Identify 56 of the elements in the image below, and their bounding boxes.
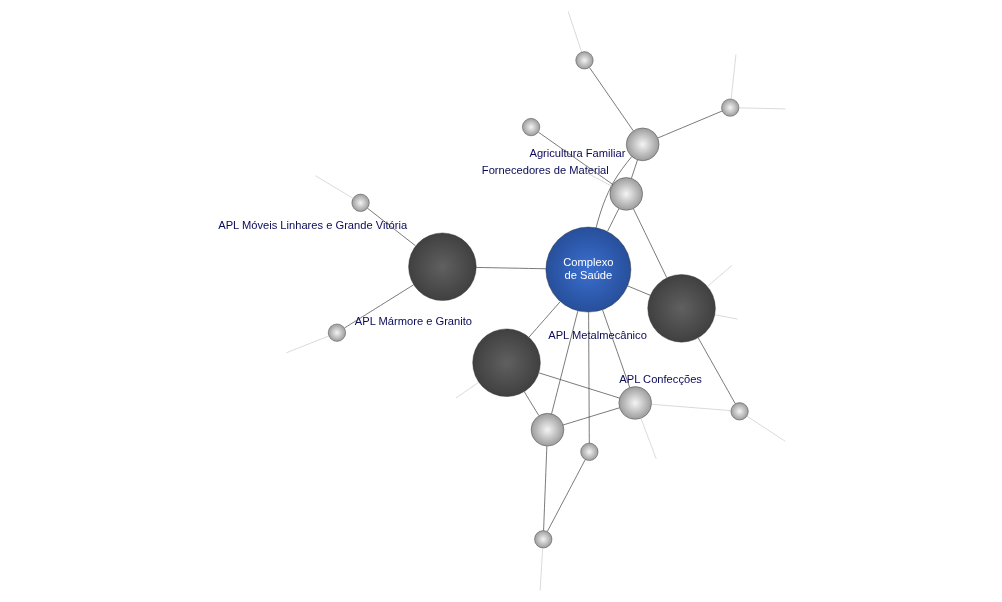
node-circle — [647, 274, 716, 343]
connector — [630, 159, 638, 179]
connector — [640, 418, 656, 460]
connector — [606, 208, 619, 232]
node-circle — [530, 413, 564, 447]
node-circle — [609, 177, 643, 211]
connector — [314, 175, 353, 199]
connector — [706, 264, 732, 287]
connector — [627, 285, 651, 296]
node-label: APL Metalmecânico — [547, 328, 647, 341]
node-label: Fornecedores de Material — [481, 163, 609, 176]
node-label: APL Móveis Linhares e Grande Vitória — [217, 219, 407, 232]
node-circle — [533, 530, 552, 549]
connector — [550, 310, 578, 415]
connector — [475, 267, 546, 270]
connector — [601, 309, 630, 388]
connector — [588, 67, 634, 132]
connector — [587, 311, 590, 444]
connector — [455, 381, 479, 399]
connector — [657, 110, 722, 139]
connector — [523, 391, 539, 416]
connector — [584, 171, 612, 187]
connector — [567, 11, 582, 53]
connector — [528, 301, 561, 338]
connector — [730, 54, 736, 100]
node-circle — [407, 232, 476, 301]
connector — [343, 284, 414, 329]
connector — [714, 314, 738, 320]
connector — [738, 107, 786, 110]
connector — [697, 337, 736, 405]
connector — [562, 407, 620, 426]
connector — [538, 372, 620, 399]
connector — [366, 207, 416, 247]
node-label: APL Mármore e Granito — [354, 315, 472, 328]
connector — [650, 403, 731, 411]
node-circle — [327, 323, 346, 342]
connector — [537, 131, 613, 185]
node-circle — [351, 193, 369, 212]
node-label: APL Confecções — [618, 372, 702, 385]
node-circle — [521, 118, 540, 136]
node-circle — [720, 98, 739, 117]
node-circle — [618, 386, 652, 420]
connector — [746, 415, 786, 442]
node-label: Agricultura Familiar — [528, 147, 625, 160]
node-circle — [579, 442, 598, 461]
connector — [542, 445, 547, 531]
node-circle — [625, 127, 659, 161]
node-circle: Complexo de Saúde — [545, 226, 631, 313]
connector — [539, 547, 543, 591]
connector — [632, 208, 667, 278]
node-circle — [730, 402, 748, 421]
node-circle — [472, 328, 541, 397]
connector — [546, 459, 586, 532]
connector — [595, 156, 632, 228]
connector — [285, 335, 329, 354]
node-circle — [575, 51, 593, 70]
